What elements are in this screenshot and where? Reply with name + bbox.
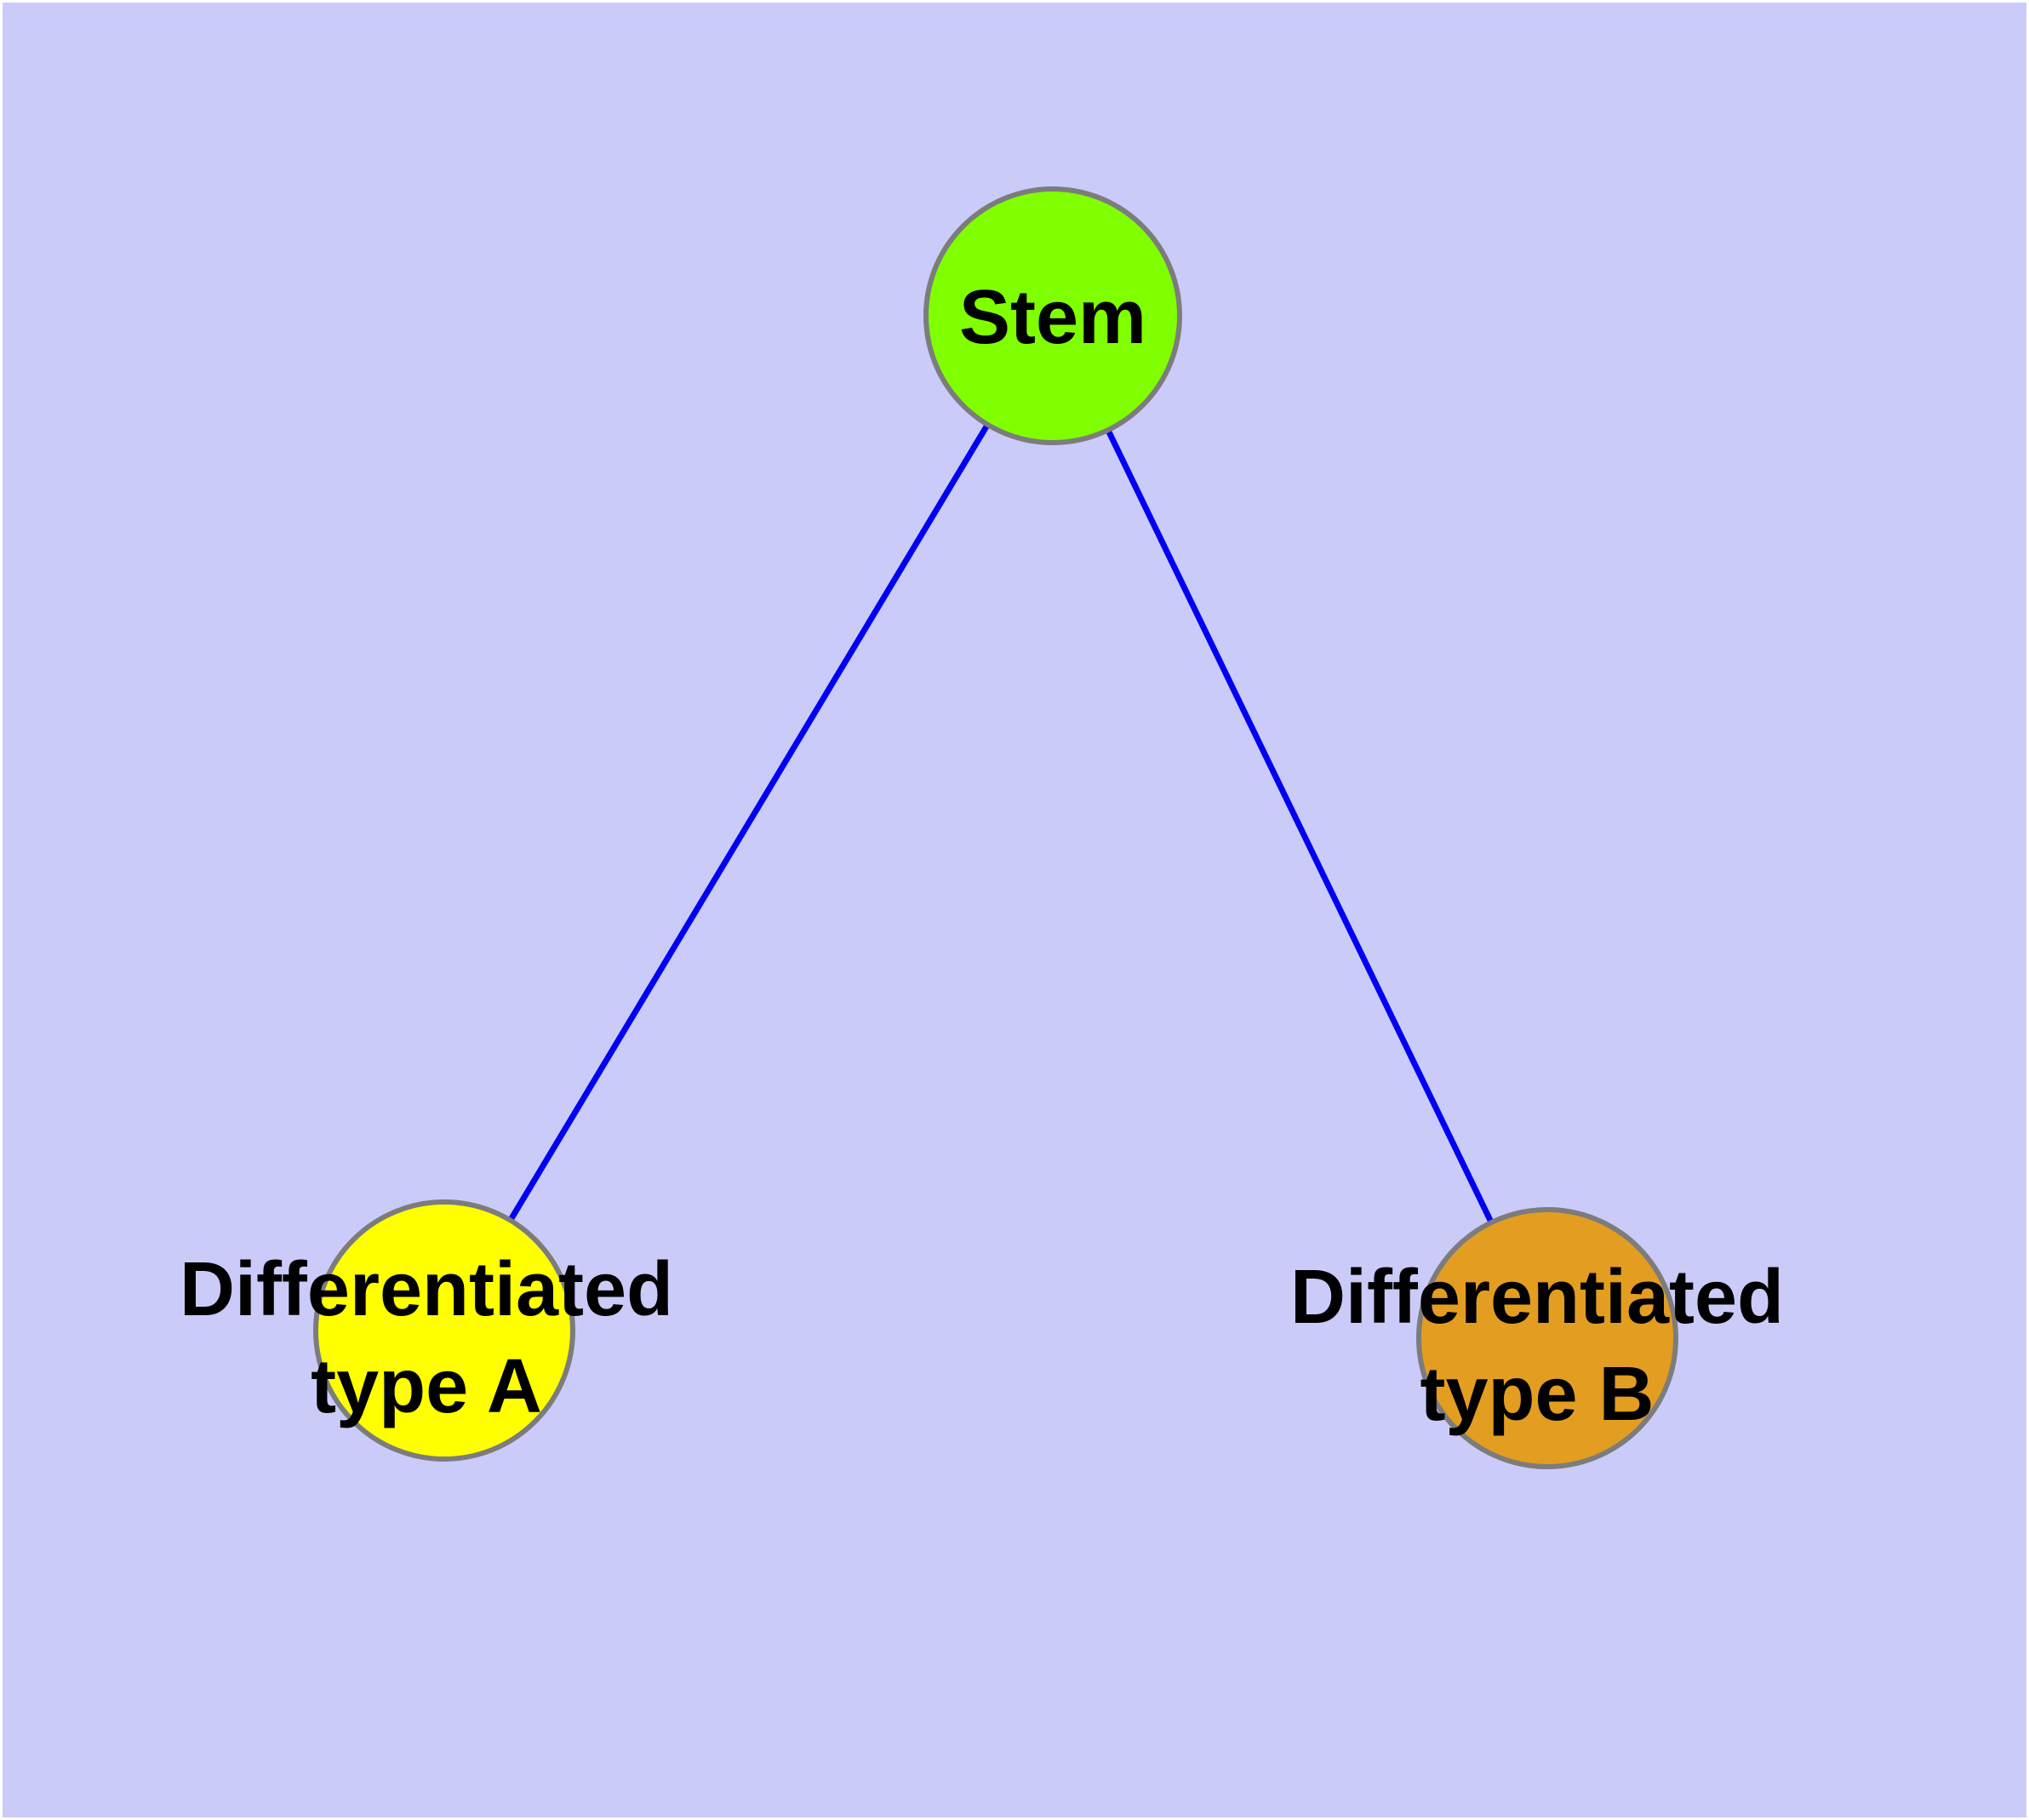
edge-stem-to-type-b (1049, 314, 1551, 1340)
node-type-a-circle[interactable] (313, 1199, 575, 1462)
node-type-b-label-line2: type B (1420, 1352, 1654, 1437)
node-stem-label: Stem (959, 275, 1146, 360)
node-type-a-label-line1: Differentiated (180, 1247, 673, 1332)
node-type-a-label-line2: type A (311, 1344, 542, 1429)
edge-stem-to-type-a (441, 314, 1056, 1332)
node-stem-circle[interactable] (923, 186, 1182, 445)
node-type-b-label-line1: Differentiated (1290, 1255, 1784, 1340)
node-type-b-circle[interactable] (1416, 1207, 1678, 1469)
